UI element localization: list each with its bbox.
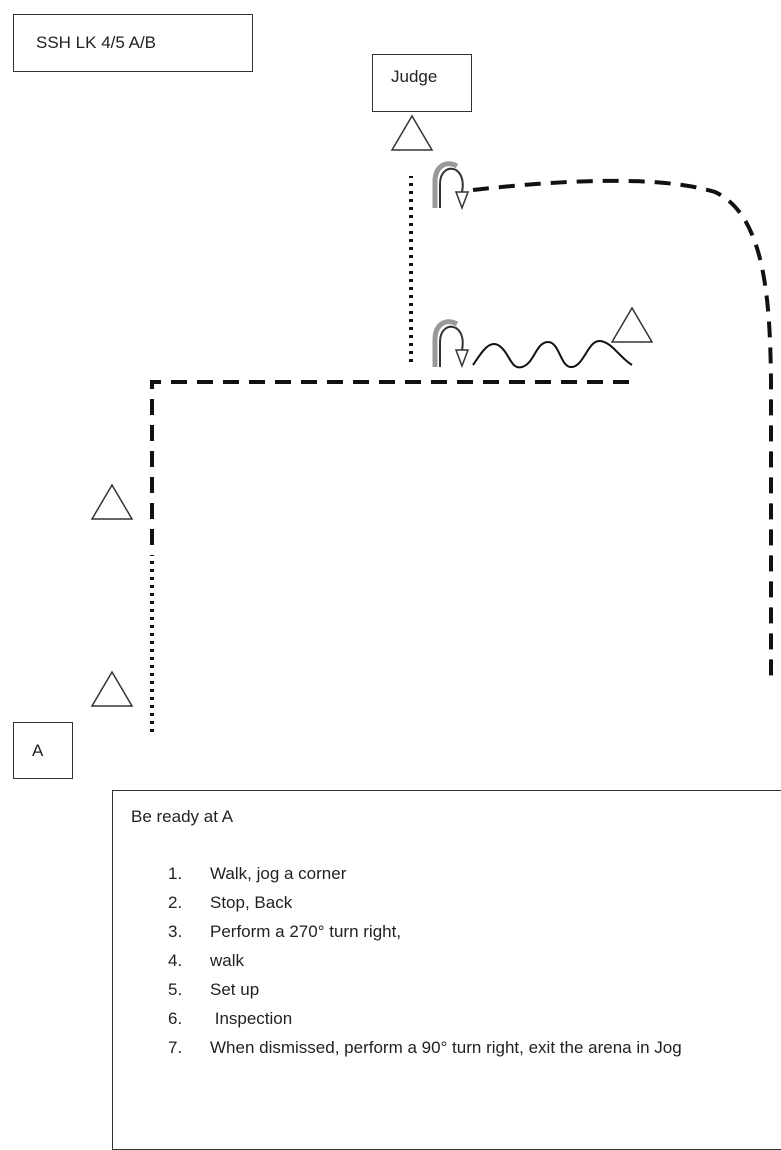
serpentine-path — [472, 340, 633, 369]
instructions-box: Be ready at A 1. Walk, jog a corner 2. Sto… — [112, 790, 781, 1150]
title-box: SSH LK 4/5 A/B — [13, 14, 253, 72]
step-text: walk — [210, 951, 245, 970]
list-item: 3. Perform a 270° turn right, — [168, 917, 781, 946]
list-item: 1. Walk, jog a corner — [168, 859, 781, 888]
cone-icon — [390, 114, 434, 151]
list-item: 6. Inspection — [168, 1004, 781, 1033]
step-text: Walk, jog a corner — [210, 864, 347, 883]
start-marker-box: A — [13, 722, 73, 779]
step-number: 3. — [168, 922, 183, 941]
step-number: 4. — [168, 951, 183, 970]
step-text: Inspection — [210, 1009, 293, 1028]
cone-icon — [610, 306, 654, 343]
step-number: 1. — [168, 864, 183, 883]
judge-label: Judge — [391, 67, 438, 86]
instructions-list: 1. Walk, jog a corner 2. Stop, Back 3. Perf… — [168, 859, 781, 1062]
pattern-diagram — [90, 114, 773, 732]
start-marker-label: A — [32, 741, 44, 760]
step-number: 2. — [168, 893, 183, 912]
list-item: 2. Stop, Back — [168, 888, 781, 917]
cone-icon — [90, 670, 134, 707]
step-number: 6. — [168, 1009, 183, 1028]
step-text: Perform a 270° turn right, — [210, 922, 402, 941]
turn-arrow-icon — [432, 161, 470, 211]
judge-box: Judge — [372, 54, 472, 112]
list-item: 4. walk — [168, 946, 781, 975]
dashed-path — [150, 380, 632, 545]
instructions-intro: Be ready at A — [131, 807, 234, 826]
pattern-title: SSH LK 4/5 A/B — [36, 33, 157, 52]
step-text: Stop, Back — [210, 893, 293, 912]
step-number: 5. — [168, 980, 183, 999]
step-text: Set up — [210, 980, 260, 999]
list-item: 5. Set up — [168, 975, 781, 1004]
cone-icon — [90, 483, 134, 520]
dashed-path — [472, 178, 773, 685]
step-text: When dismissed, perform a 90° turn right… — [210, 1038, 682, 1057]
step-number: 7. — [168, 1038, 183, 1057]
list-item: 7. When dismissed, perform a 90° turn rig… — [168, 1033, 781, 1062]
turn-arrow-icon — [432, 319, 470, 369]
